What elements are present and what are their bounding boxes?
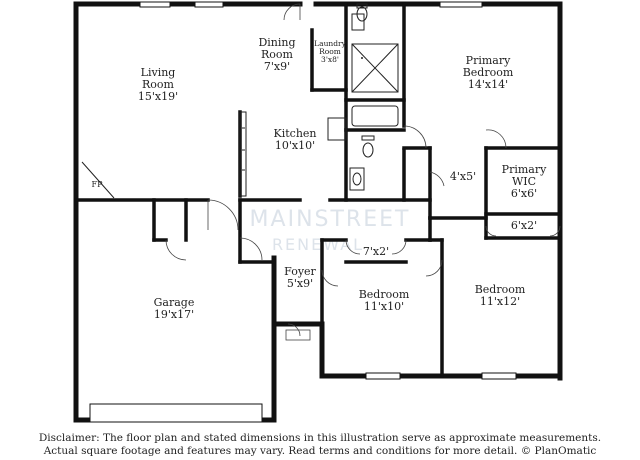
living-room-size: 15'x19' xyxy=(138,90,178,103)
closet-4x5-size: 4'x5' xyxy=(450,170,476,183)
watermark: MAINSTREET RENEWAL xyxy=(250,207,411,254)
foyer-name: Foyer xyxy=(284,265,316,278)
kitchen-name: Kitchen xyxy=(274,127,317,140)
dining-room-label: Dining Room 7'x9' xyxy=(258,36,295,73)
dining-room-size: 7'x9' xyxy=(264,60,290,73)
primary-bedroom-label: Primary Bedroom 14'x14' xyxy=(463,54,514,91)
primary-bedroom-size: 14'x14' xyxy=(468,78,508,91)
primary-wic-name-1: Primary xyxy=(502,163,547,176)
floor-plan: MAINSTREET RENEWAL xyxy=(73,1,563,423)
living-room-label: Living Room 15'x19' xyxy=(138,66,178,103)
closet-7x2-label: 7'x2' xyxy=(363,245,389,258)
fireplace-label: FP xyxy=(92,180,104,189)
primary-wic-label: Primary WIC 6'x6' xyxy=(502,163,547,200)
bedroom-2-size: 11'x10' xyxy=(364,300,404,313)
laundry-room-size: 3'x8' xyxy=(321,55,339,64)
primary-bedroom-name-2: Bedroom xyxy=(463,66,514,79)
room-labels: Living Room 15'x19' Dining Room 7'x9' La… xyxy=(92,36,548,321)
bedroom-3-label: Bedroom 11'x12' xyxy=(475,283,526,308)
kitchen-size: 10'x10' xyxy=(275,139,315,152)
watermark-line-2: RENEWAL xyxy=(272,235,364,254)
bedroom-2-name: Bedroom xyxy=(359,288,410,301)
watermark-line-1: MAINSTREET xyxy=(250,207,411,232)
primary-wic-name-2: WIC xyxy=(512,175,536,188)
door-swings xyxy=(165,3,561,341)
laundry-room-name-2: Room xyxy=(319,47,341,56)
dining-room-name-1: Dining xyxy=(258,36,295,49)
exterior-walls xyxy=(73,1,563,423)
closet-7x2-size: 7'x2' xyxy=(363,245,389,258)
windows xyxy=(139,1,517,380)
closet-6x2-size: 6'x2' xyxy=(511,219,537,232)
foyer-label: Foyer 5'x9' xyxy=(284,265,316,290)
closet-6x2-label: 6'x2' xyxy=(511,219,537,232)
laundry-room-label: Laundry Room 3'x8' xyxy=(314,39,346,64)
living-room-name-2: Room xyxy=(142,78,175,91)
primary-wic-size: 6'x6' xyxy=(511,187,537,200)
bedroom-3-size: 11'x12' xyxy=(480,295,520,308)
bedroom-3-name: Bedroom xyxy=(475,283,526,296)
disclaimer: Disclaimer: The floor plan and stated di… xyxy=(0,432,640,458)
disclaimer-line-2: Actual square footage and features may v… xyxy=(43,445,597,457)
garage-name: Garage xyxy=(154,296,195,309)
primary-bedroom-name-1: Primary xyxy=(466,54,511,67)
garage-label: Garage 19'x17' xyxy=(154,296,195,321)
laundry-room-name-1: Laundry xyxy=(314,39,346,48)
bedroom-2-label: Bedroom 11'x10' xyxy=(359,288,410,313)
fixtures xyxy=(81,3,399,199)
dining-room-name-2: Room xyxy=(261,48,294,61)
garage-size: 19'x17' xyxy=(154,308,194,321)
garage-door xyxy=(89,403,263,423)
living-room-name-1: Living xyxy=(141,66,176,79)
closet-4x5-label: 4'x5' xyxy=(450,170,476,183)
foyer-size: 5'x9' xyxy=(287,277,313,290)
kitchen-label: Kitchen 10'x10' xyxy=(274,127,317,152)
disclaimer-line-1: Disclaimer: The floor plan and stated di… xyxy=(38,432,602,444)
